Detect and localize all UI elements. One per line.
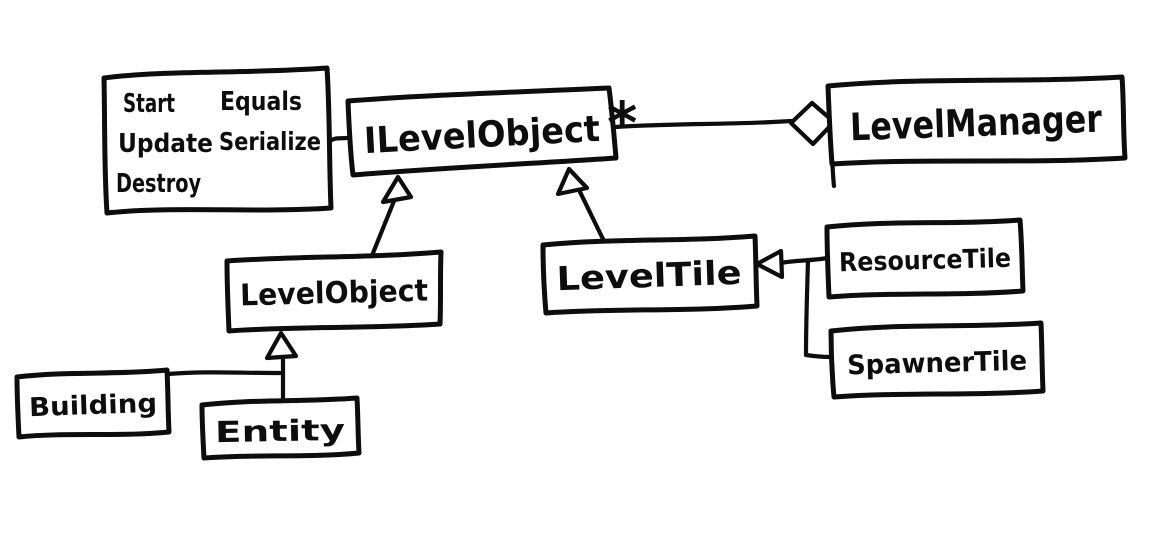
class-box-resourcetile: ResourceTile <box>824 217 1026 300</box>
class-box-ilevelobject: ILevelObject <box>345 85 619 178</box>
class-box-entity: Entity <box>199 395 362 461</box>
methods-note-box: Start Equals Update Serialize Destroy <box>101 65 334 216</box>
class-box-building: Building <box>14 367 172 440</box>
inheritance-branch-building <box>165 370 283 377</box>
inheritance-arrowhead-leveltile <box>555 166 590 197</box>
inheritance-branch-spawnertile <box>803 258 833 360</box>
nodes-layer: Start Equals Update Serialize Destroy IL… <box>14 65 1128 461</box>
spawnertile-outline <box>828 320 1046 400</box>
inheritance-arrowhead-levelobject <box>380 174 414 205</box>
inheritance-line-levelobject <box>368 198 397 261</box>
method-equals: Equals <box>220 87 302 117</box>
method-start: Start <box>123 89 175 119</box>
leveltile-label: LevelTile <box>556 253 742 298</box>
levelobject-label: LevelObject <box>240 274 429 314</box>
inheritance-arrowhead-resourcetile <box>754 248 785 280</box>
levelobject-outline <box>224 249 444 334</box>
ilevelobject-outline <box>345 85 619 178</box>
resourcetile-label: ResourceTile <box>839 244 1012 278</box>
inheritance-line-resourcetile <box>778 255 830 266</box>
method-serialize: Serialize <box>219 127 321 156</box>
building-label: Building <box>29 389 158 423</box>
class-box-levelobject: LevelObject <box>224 249 444 334</box>
aggregation-line <box>613 118 794 130</box>
methods-note-outline <box>101 65 334 216</box>
resourcetile-outline <box>824 217 1026 300</box>
edges-layer <box>165 100 837 404</box>
class-box-levelmanager: LevelManager <box>825 74 1128 189</box>
class-box-leveltile: LevelTile <box>540 233 760 316</box>
levelmanager-label: LevelManager <box>849 97 1103 150</box>
spawnertile-label: SpawnerTile <box>847 346 1028 382</box>
inheritance-arrowhead-levelobject-children <box>264 330 299 361</box>
aggregation-multiplicity: * <box>607 89 637 157</box>
method-update: Update <box>118 129 213 159</box>
entity-outline <box>199 395 362 461</box>
method-destroy: Destroy <box>116 169 201 199</box>
inheritance-line-leveltile <box>577 189 606 242</box>
levelmanager-edge-overshoot <box>829 157 837 189</box>
class-box-spawnertile: SpawnerTile <box>828 320 1046 400</box>
entity-label: Entity <box>215 413 346 449</box>
building-outline <box>14 367 172 440</box>
leveltile-outline <box>540 233 760 316</box>
